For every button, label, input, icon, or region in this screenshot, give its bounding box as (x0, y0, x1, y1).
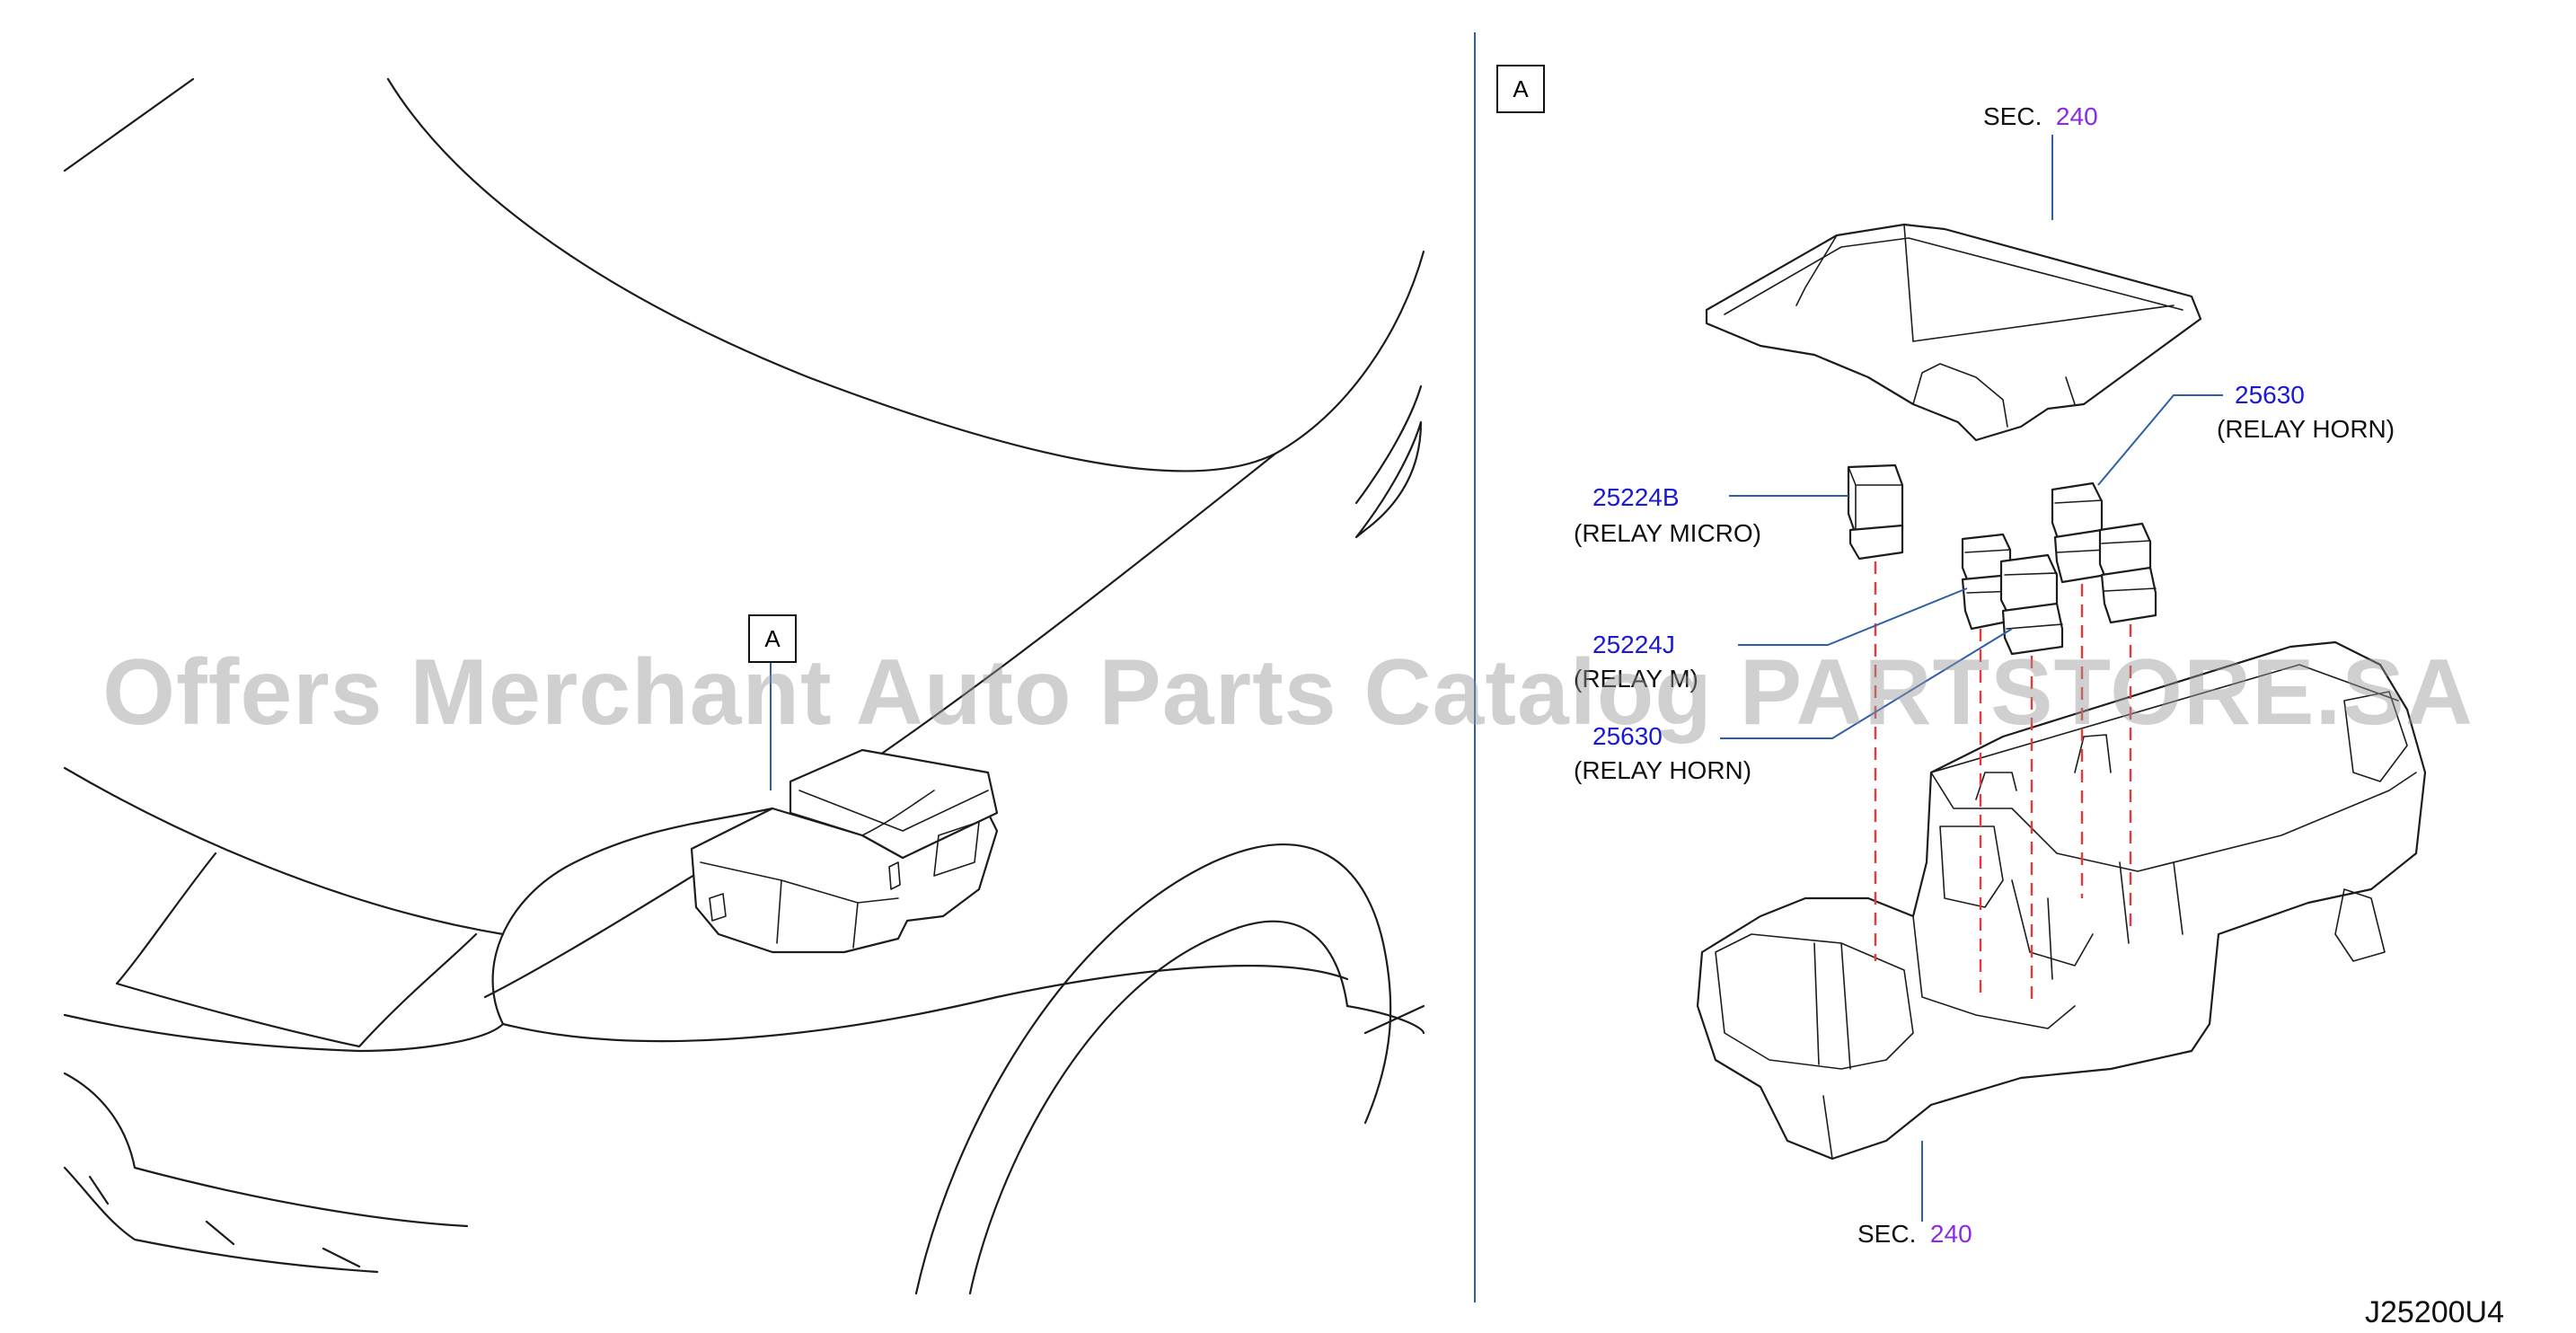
sec-label-top: SEC. 240 (1983, 104, 2098, 129)
part-name-relay-horn-top: (RELAY HORN) (2217, 415, 2395, 443)
installation-guides (1874, 561, 2132, 1006)
fuse-box-body (1696, 640, 2427, 1161)
callout-leaders (1720, 394, 2223, 739)
part-number-25224j[interactable]: 25224J (1592, 631, 1675, 658)
part-number-25630-bottom[interactable]: 25630 (1592, 722, 1663, 750)
fuse-box-installed (690, 748, 999, 954)
relay-horn-25630-side (2098, 522, 2157, 624)
relay-horn-25630-front (1999, 553, 2064, 656)
part-name-relay-horn-bottom: (RELAY HORN) (1574, 756, 1752, 784)
sec-prefix-bottom: SEC. (1857, 1220, 1917, 1248)
relay-micro-25224b (1847, 463, 1904, 561)
fuse-box-cover (1705, 223, 2202, 442)
relay-horn-25630-rear (2051, 481, 2108, 584)
view-a-callout-left: A (748, 614, 797, 663)
part-number-25224b[interactable]: 25224B (1592, 483, 1680, 511)
part-name-relay-micro: (RELAY MICRO) (1574, 519, 1761, 547)
part-number-25630-top[interactable]: 25630 (2235, 381, 2305, 409)
sec-label-bottom: SEC. 240 (1857, 1222, 1972, 1247)
vehicle-outline (63, 77, 1425, 1295)
sec-number-top[interactable]: 240 (2055, 102, 2098, 130)
diagram-code: J25200U4 (2364, 1295, 2504, 1329)
part-name-relay-m: (RELAY M) (1574, 665, 1698, 693)
sec-prefix-top: SEC. (1983, 102, 2042, 130)
view-a-callout-right: A (1496, 65, 1545, 113)
sec-number-bottom[interactable]: 240 (1929, 1220, 1972, 1248)
